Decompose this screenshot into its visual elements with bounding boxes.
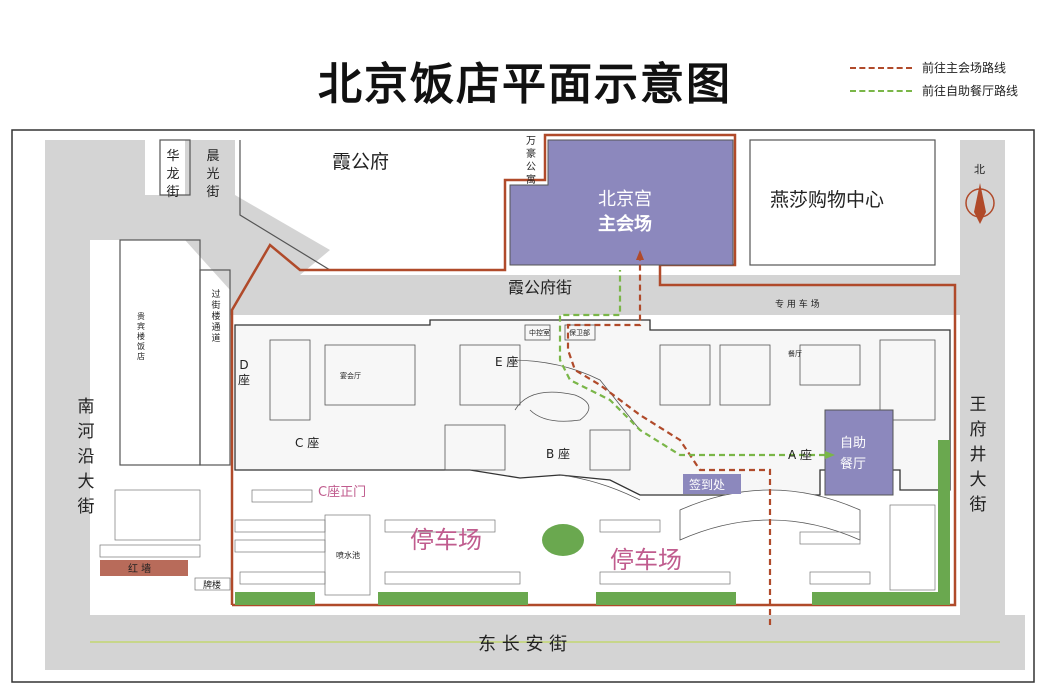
label-fountain: 喷水池 xyxy=(336,550,360,560)
label-passage: 过街楼通道 xyxy=(211,290,221,344)
label-main-hall-1: 北京宫 xyxy=(598,189,652,210)
hotel-building xyxy=(234,319,951,496)
label-wangfujing-street: 王府井大街 xyxy=(969,395,987,515)
label-banquet-hall: 宴会厅 xyxy=(340,371,361,380)
block-hualong xyxy=(159,139,191,196)
main-route-swatch xyxy=(850,66,912,69)
label-dongchangan: 东 长 安 街 xyxy=(478,634,567,655)
wangfujing-road xyxy=(960,140,1005,620)
label-xiagongfu: 霞公府 xyxy=(332,151,389,173)
road-left-2 xyxy=(90,195,185,240)
label-red-wall: 红 墙 xyxy=(128,562,151,575)
legend-main-route-label: 前往主会场路线 xyxy=(922,61,1007,75)
hotel-footprint xyxy=(234,319,951,496)
label-security: 保卫部 xyxy=(569,328,590,337)
fountain-box xyxy=(324,514,371,596)
legend-buffet-route-label: 前往自助餐厅路线 xyxy=(922,84,1019,98)
parking-stalls xyxy=(99,489,936,596)
label-chenguang-street: 晨光街 xyxy=(206,149,220,200)
main-hall-area xyxy=(509,139,734,266)
label-checkin: 签到处 xyxy=(689,477,725,492)
label-main-hall-2: 主会场 xyxy=(598,213,652,235)
label-c-building: C 座 xyxy=(295,435,319,450)
label-b-building: B 座 xyxy=(546,446,570,461)
lawns xyxy=(235,440,950,605)
label-buffet-2: 餐厅 xyxy=(840,456,866,472)
label-xiagongfu-street: 霞公府街 xyxy=(508,278,572,297)
nanheyan-road xyxy=(45,140,90,620)
block-yansha xyxy=(749,139,936,266)
xiagongfu-road xyxy=(230,275,960,315)
label-e-building: E 座 xyxy=(495,354,518,369)
label-dedicated-parking: 专 用 车 场 xyxy=(775,298,820,310)
label-restaurant: 餐厅 xyxy=(788,349,802,358)
central-lawn xyxy=(542,524,584,556)
buffet-restaurant-area xyxy=(824,409,894,496)
label-parking-1: 停车场 xyxy=(410,526,482,554)
hualong-road xyxy=(185,140,235,195)
label-guibinlou: 贵宾楼饭店 xyxy=(137,312,145,361)
route-main xyxy=(566,255,772,625)
legend-buffet-route: 前往自助餐厅路线 xyxy=(850,82,1018,99)
label-archway: 牌楼 xyxy=(203,579,221,591)
archway-box xyxy=(194,577,231,591)
red-wall-box xyxy=(100,560,188,576)
label-nanheyan-street: 南河沿大街 xyxy=(77,397,95,517)
banquet-hall-room xyxy=(324,344,416,406)
map-title: 北京饭店平面示意图 xyxy=(318,59,732,110)
chenguang-road xyxy=(185,195,330,300)
legend-main-route: 前往主会场路线 xyxy=(850,59,1006,76)
checkin-area xyxy=(683,474,741,494)
label-wanhao: 万豪公寓 xyxy=(526,136,536,186)
buffet-route-swatch xyxy=(850,89,912,92)
property-boundary xyxy=(230,133,957,607)
compass-north-label: 北 xyxy=(974,163,985,176)
label-buffet-1: 自助 xyxy=(840,436,866,451)
label-hualong-street: 华龙街 xyxy=(166,149,180,200)
label-parking-2: 停车场 xyxy=(610,546,682,574)
compass-rose xyxy=(965,183,995,224)
label-a-building: A 座 xyxy=(788,447,812,462)
block-passage xyxy=(199,269,231,466)
route-buffet xyxy=(558,270,825,457)
label-control-room: 中控室 xyxy=(529,328,550,337)
label-c-main-gate: C座正门 xyxy=(318,485,366,500)
label-yansha: 燕莎购物中心 xyxy=(770,189,884,211)
